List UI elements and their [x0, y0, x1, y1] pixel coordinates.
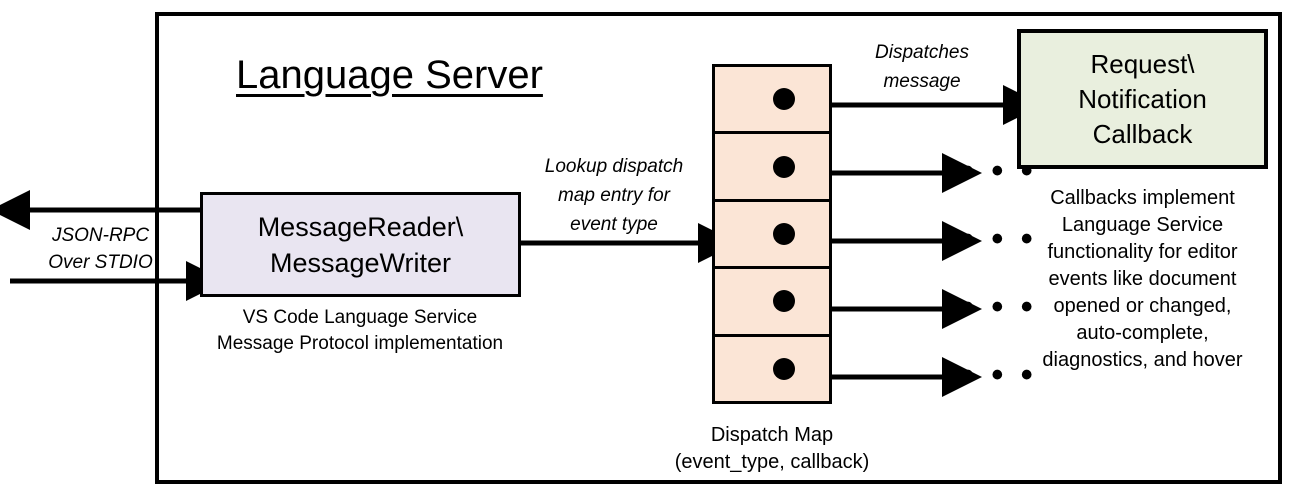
entry-dot-icon — [773, 223, 795, 246]
dispatch-map-table[interactable] — [712, 64, 832, 404]
callback-box-caption: Callbacks implement Language Service fun… — [1010, 185, 1275, 374]
dispatches-label-line1: Dispatches — [875, 42, 969, 63]
dispatches-message-label: Dispatches message — [836, 38, 1008, 96]
callback-box-line1: Request\ — [1090, 48, 1195, 79]
dispatch-map-caption-line2: (event_type, callback) — [674, 451, 870, 473]
message-box-caption: VS Code Language Service Message Protoco… — [180, 305, 540, 357]
entry-dot-icon — [773, 155, 795, 178]
entry-dot-icon — [773, 88, 795, 111]
callback-box-line3: Callback — [1092, 118, 1193, 149]
message-box-caption-line2: Message Protocol implementation — [216, 333, 504, 354]
jsonrpc-transport-label: JSON-RPC Over STDIO — [18, 222, 183, 276]
callback-caption-line1: Callbacks implement — [1050, 187, 1235, 209]
lookup-label-line2: map entry for — [558, 185, 670, 206]
language-server-boundary — [155, 12, 1282, 484]
entry-dot-icon — [773, 290, 795, 313]
callback-caption-line7: diagnostics, and hover — [1042, 349, 1243, 371]
dispatches-label-line2: message — [883, 71, 961, 92]
lookup-label-line1: Lookup dispatch — [544, 156, 684, 177]
dispatch-map-caption: Dispatch Map (event_type, callback) — [642, 422, 902, 476]
callback-caption-line4: events like document — [1048, 268, 1237, 290]
callback-caption-line5: opened or changed, — [1053, 295, 1232, 317]
request-notification-callback-box[interactable]: Request\ Notification Callback — [1017, 29, 1268, 169]
dispatch-map-row[interactable] — [715, 201, 829, 270]
dispatch-map-row[interactable] — [715, 134, 829, 202]
dispatch-map-row[interactable] — [715, 269, 829, 337]
dispatch-map-caption-line1: Dispatch Map — [710, 424, 834, 446]
lookup-dispatch-label: Lookup dispatch map entry for event type — [516, 152, 712, 239]
callback-box-line2: Notification — [1078, 83, 1207, 114]
jsonrpc-label-line2: Over STDIO — [48, 252, 153, 273]
jsonrpc-label-line1: JSON-RPC — [51, 225, 150, 246]
dispatch-map-row[interactable] — [715, 336, 829, 402]
page-title: Language Server — [236, 53, 543, 97]
callback-caption-line2: Language Service — [1061, 214, 1224, 236]
callback-caption-line6: auto-complete, — [1076, 322, 1209, 344]
message-reader-writer-box[interactable]: MessageReader\ MessageWriter — [200, 192, 521, 297]
lookup-label-line3: event type — [570, 214, 658, 235]
message-box-line1: MessageReader\ — [257, 211, 464, 242]
message-box-caption-line1: VS Code Language Service — [242, 307, 478, 328]
callback-caption-line3: functionality for editor — [1047, 241, 1238, 263]
dispatch-map-row[interactable] — [715, 67, 829, 135]
entry-dot-icon — [773, 357, 795, 380]
message-box-line2: MessageWriter — [269, 247, 452, 278]
